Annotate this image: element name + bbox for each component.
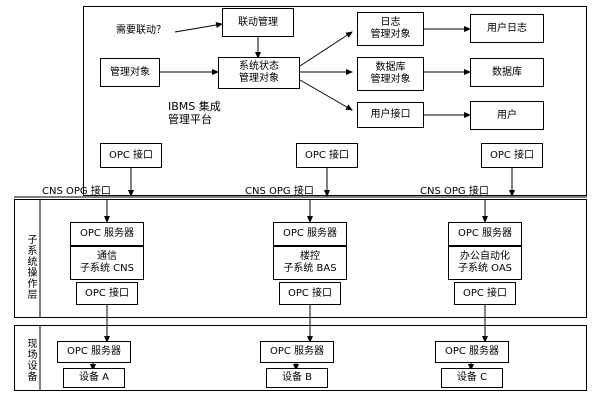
bus-label-3: CNS OPG 接口 bbox=[420, 186, 489, 197]
bus-label-1: CNS OPG 接口 bbox=[42, 186, 111, 197]
subsystem-name-3[interactable]: 办公自动化 子系统 OAS bbox=[448, 246, 522, 280]
subsystem-name-1[interactable]: 通信 子系统 CNS bbox=[70, 246, 144, 280]
subsystem-server-3[interactable]: OPC 服务器 bbox=[448, 222, 522, 246]
device-server-2[interactable]: OPC 服务器 bbox=[260, 341, 334, 363]
linkage-management-box[interactable]: 联动管理 bbox=[222, 8, 294, 37]
subsystem-opc-3[interactable]: OPC 接口 bbox=[454, 282, 516, 305]
log-management-object-box[interactable]: 日志 管理对象 bbox=[357, 12, 424, 46]
device-server-1[interactable]: OPC 服务器 bbox=[57, 341, 131, 363]
field-device-layer-frame bbox=[14, 325, 587, 391]
database-management-object-box[interactable]: 数据库 管理对象 bbox=[357, 57, 424, 91]
ibms-platform-title: IBMS 集成 管理平台 bbox=[168, 100, 221, 126]
device-box-3[interactable]: 设备 C bbox=[441, 368, 503, 388]
ibms-opc-interface-2[interactable]: OPC 接口 bbox=[296, 143, 358, 168]
user-interface-object-box[interactable]: 用户接口 bbox=[357, 102, 424, 128]
subsystem-opc-2[interactable]: OPC 接口 bbox=[279, 282, 341, 305]
bus-label-2: CNS OPG 接口 bbox=[245, 186, 314, 197]
system-state-object-box[interactable]: 系统状态 管理对象 bbox=[218, 57, 300, 89]
subsystem-name-2[interactable]: 楼控 子系统 BAS bbox=[273, 246, 347, 280]
field-device-layer-label: 现场设备 bbox=[25, 338, 36, 382]
subsystem-server-2[interactable]: OPC 服务器 bbox=[273, 222, 347, 246]
device-box-1[interactable]: 设备 A bbox=[63, 368, 125, 388]
user-box[interactable]: 用户 bbox=[470, 101, 544, 130]
ibms-opc-interface-3[interactable]: OPC 接口 bbox=[481, 143, 543, 168]
subsystem-opc-1[interactable]: OPC 接口 bbox=[76, 282, 138, 305]
subsystem-layer-frame bbox=[14, 199, 587, 318]
database-box[interactable]: 数据库 bbox=[470, 58, 544, 87]
managed-object-box[interactable]: 管理对象 bbox=[100, 58, 160, 87]
linkage-question-label: 需要联动？ bbox=[116, 25, 166, 36]
user-log-box[interactable]: 用户日志 bbox=[470, 14, 544, 43]
subsystem-layer-label: 子系统操作层 bbox=[25, 234, 36, 300]
device-server-3[interactable]: OPC 服务器 bbox=[435, 341, 509, 363]
ibms-platform-frame bbox=[83, 6, 587, 196]
subsystem-server-1[interactable]: OPC 服务器 bbox=[70, 222, 144, 246]
ibms-opc-interface-1[interactable]: OPC 接口 bbox=[100, 143, 162, 168]
device-box-2[interactable]: 设备 B bbox=[266, 368, 328, 388]
